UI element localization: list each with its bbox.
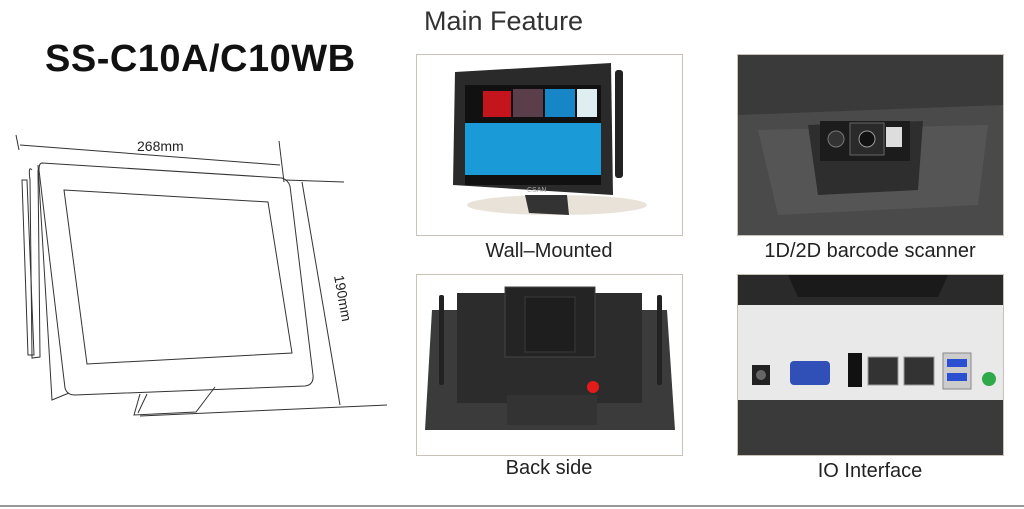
caption-io-interface: IO Interface — [817, 460, 923, 482]
io-interface-image — [737, 274, 1004, 456]
width-label: 268mm — [137, 138, 184, 154]
wall-mounted-image: CSAN — [416, 54, 683, 236]
caption-back-side: Back side — [505, 457, 593, 479]
caption-wall-mounted: Wall–Mounted — [485, 240, 613, 262]
barcode-scanner-image — [737, 54, 1004, 236]
model-title: SS-C10A/C10WB — [45, 38, 356, 80]
dimension-drawing: 268mm 190mm — [15, 134, 388, 417]
caption-barcode-scanner: 1D/2D barcode scanner — [764, 240, 976, 262]
height-label: 190mm — [331, 274, 355, 323]
back-side-image — [416, 274, 683, 456]
section-title: Main Feature — [424, 6, 584, 36]
brand-logo: CSAN — [527, 187, 546, 194]
bottom-divider — [0, 505, 1024, 507]
